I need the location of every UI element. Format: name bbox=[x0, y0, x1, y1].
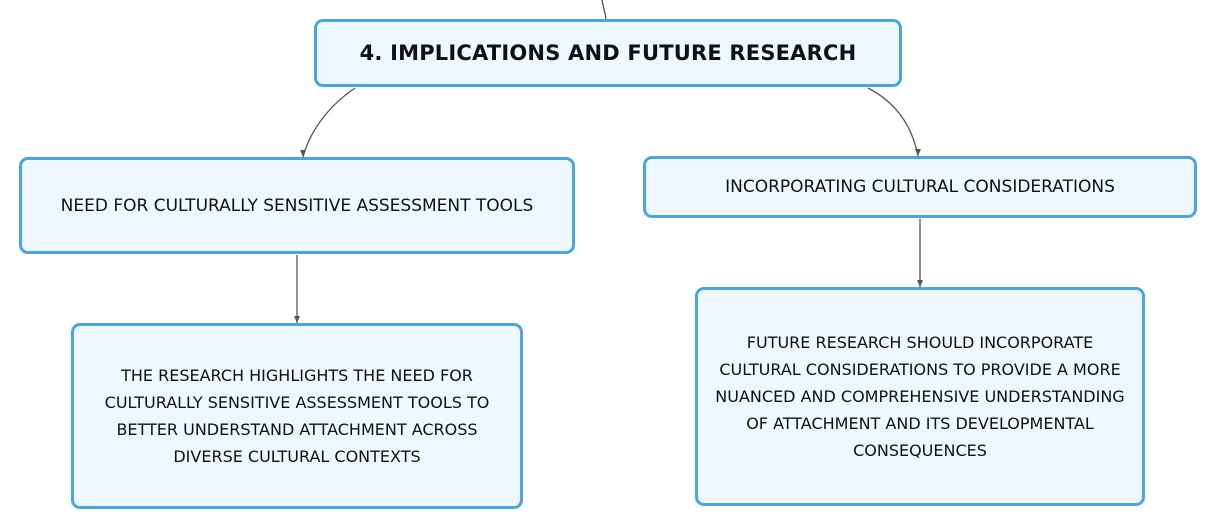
root-topic-label: 4. IMPLICATIONS AND FUTURE RESEARCH bbox=[359, 41, 857, 65]
subtopic-label-cultural-considerations: INCORPORATING CULTURAL CONSIDERATIONS bbox=[725, 177, 1115, 197]
subtopic-node-assessment-tools[interactable]: NEED FOR CULTURALLY SENSITIVE ASSESSMENT… bbox=[19, 157, 575, 254]
subtopic-node-cultural-considerations[interactable]: INCORPORATING CULTURAL CONSIDERATIONS bbox=[643, 156, 1197, 218]
detail-node-cultural-considerations[interactable]: FUTURE RESEARCH SHOULD INCORPORATE CULTU… bbox=[695, 287, 1145, 506]
connector-root-to-right-topic bbox=[867, 87, 919, 157]
arrowhead-left-detail bbox=[294, 316, 300, 323]
arrowhead-right-topic bbox=[915, 149, 921, 156]
detail-text-cultural-considerations: FUTURE RESEARCH SHOULD INCORPORATE CULTU… bbox=[715, 333, 1125, 460]
arrowhead-left-topic bbox=[300, 150, 306, 157]
detail-node-assessment-tools[interactable]: THE RESEARCH HIGHLIGHTS THE NEED FOR CUL… bbox=[71, 323, 523, 509]
arrowhead-right-detail bbox=[917, 280, 923, 287]
root-topic-node[interactable]: 4. IMPLICATIONS AND FUTURE RESEARCH bbox=[314, 19, 902, 87]
subtopic-label-assessment-tools: NEED FOR CULTURALLY SENSITIVE ASSESSMENT… bbox=[60, 195, 534, 216]
detail-text-assessment-tools: THE RESEARCH HIGHLIGHTS THE NEED FOR CUL… bbox=[104, 366, 490, 466]
connector-from-parent bbox=[601, 0, 607, 20]
connector-root-to-left-topic bbox=[302, 87, 356, 158]
